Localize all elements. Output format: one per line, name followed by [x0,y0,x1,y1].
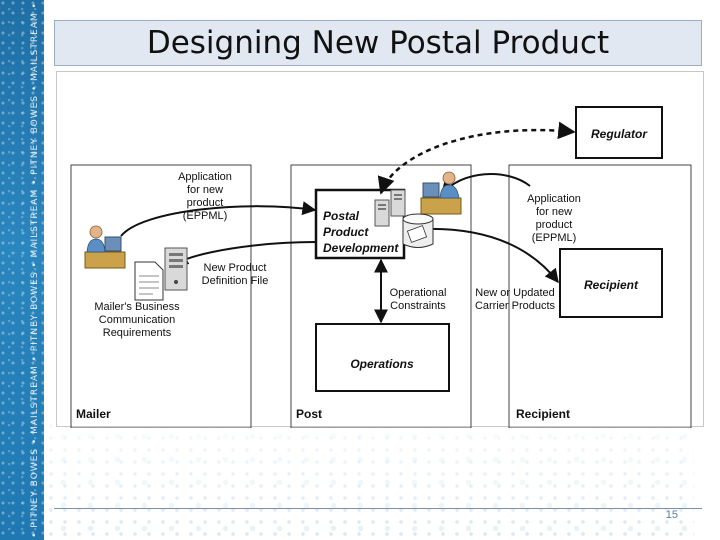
database-icon [402,213,434,248]
lane-recipient [508,164,692,428]
person-at-desk-icon [84,225,126,269]
diagram-canvas: Mailer Post Recipient Regulator Postal P… [70,106,692,428]
label-line: product [187,197,224,209]
strip-pattern [0,0,44,540]
person-at-desk-icon [420,171,462,215]
label-application-right: Application for new product (EPPML) [527,193,581,244]
arrow-application-to-ppd [120,201,317,237]
label-line: Mailer's Business [94,301,180,313]
operations-box [315,323,450,392]
label-operational-constraints: Operational Constraints [390,287,447,312]
arrow-ppd-to-mailer-server [173,241,317,265]
label-line: Application [527,193,581,205]
page-number: 15 [665,509,678,521]
label-line: Constraints [390,300,446,312]
label-line: (EPPML) [183,210,228,222]
decorative-side-strip: • PITNEY BOWES • MAILSTREAM • PITNEY BOW… [0,0,44,540]
lane-label-mailer: Mailer [76,407,111,421]
label-line: Communication [99,314,175,326]
label-line: New or Updated [475,287,555,299]
label-line: (EPPML) [532,232,577,244]
ppd-label-line3: Development [323,241,399,255]
label-new-product-definition: New Product Definition File [202,262,269,287]
ppd-label-line2: Product [323,225,369,239]
server-tower-icon [374,199,390,227]
regulator-label: Regulator [591,127,648,141]
label-mailers-requirements: Mailer's Business Communication Requirem… [94,301,180,339]
label-new-or-updated: New or Updated Carrier Products [475,287,556,312]
label-line: for new [536,206,572,218]
recipient-box-label: Recipient [584,278,639,292]
lane-label-post: Post [296,407,322,421]
label-line: Operational [390,287,447,299]
label-application-left: Application for new product (EPPML) [178,171,232,222]
arrow-regulator-dashed [377,121,576,195]
lane-mailer [70,164,252,428]
label-line: New Product [204,262,267,274]
label-line: Definition File [202,275,269,287]
slide-title: Designing New Postal Product [146,25,610,61]
process-diagram: Mailer Post Recipient Regulator Postal P… [56,71,704,428]
brand-strip-text: • PITNEY BOWES • MAILSTREAM • PITNEY BOW… [30,2,40,538]
decorative-bottom-pattern [44,420,694,540]
recipient-box [559,248,663,318]
operations-label: Operations [350,357,414,371]
footer-divider [54,508,702,509]
server-tower-icon [390,189,406,217]
label-line: product [536,219,573,231]
lane-label-recipient: Recipient [516,407,570,421]
brand-strip: • PITNEY BOWES • MAILSTREAM • PITNEY BOW… [28,0,42,540]
label-line: Carrier Products [475,300,556,312]
label-line: for new [187,184,223,196]
ppd-label-line1: Postal [323,209,360,223]
slide-title-bar: Designing New Postal Product [54,20,702,66]
document-icon [134,261,164,301]
label-line: Application [178,171,232,183]
server-tower-icon [164,247,188,291]
label-line: Requirements [103,327,172,339]
regulator-box [575,106,663,159]
